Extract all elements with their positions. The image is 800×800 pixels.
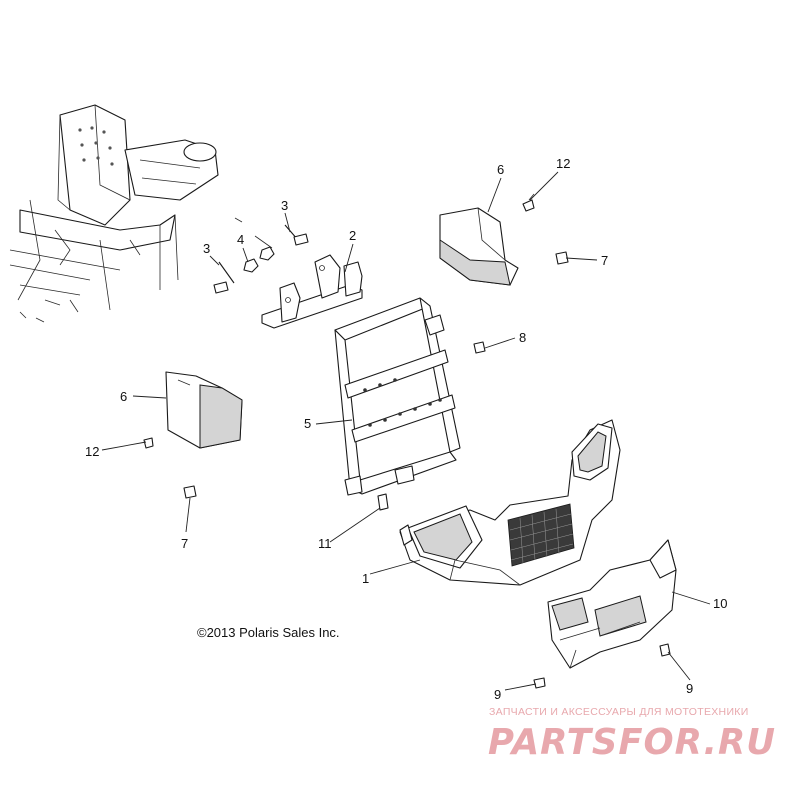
watermark-tagline: ЗАПЧАСТИ И АКСЕССУАРЫ ДЛЯ МОТОТЕХНИКИ: [489, 706, 749, 718]
part-12-fastener-upper: [522, 199, 535, 212]
callout-11: 11: [318, 536, 332, 551]
callout-5: 5: [304, 416, 311, 431]
part-12-fastener-left: [143, 437, 154, 449]
callout-9-right: 9: [686, 681, 693, 696]
part-9-fastener-right: [659, 643, 671, 657]
callout-1: 1: [362, 571, 369, 586]
part-1-front-fascia: [399, 419, 621, 586]
callout-6-right: 6: [497, 162, 504, 177]
part-11-fastener: [377, 493, 389, 511]
part-7-fastener-right: [555, 251, 569, 265]
callout-9-left: 9: [494, 687, 501, 702]
part-8-fastener: [473, 341, 486, 354]
part-6-panel-left: [165, 371, 243, 449]
callout-7-left: 7: [181, 536, 188, 551]
part-6-panel-right: [439, 207, 519, 286]
callout-3-lower: 3: [203, 241, 210, 256]
watermark-logo: PARTSFOR.RU: [488, 722, 776, 762]
part-9-fastener-left: [533, 677, 546, 689]
watermark-logo-text: PARTSFOR.RU: [488, 722, 776, 762]
callout-3-upper: 3: [281, 198, 288, 213]
callout-6-left: 6: [120, 389, 127, 404]
callout-7-right: 7: [601, 253, 608, 268]
callout-4: 4: [237, 232, 244, 247]
part-5-front-frame: [334, 297, 461, 496]
part-2-bracket: [261, 254, 363, 329]
part-10-bumper: [547, 539, 677, 669]
callout-labels: 1 2 3 3 4 5 6 6 7 7 8 9 9 10 11 12 12: [85, 156, 727, 702]
copyright-notice: ©2013 Polaris Sales Inc.: [197, 625, 340, 640]
part-7-fastener-left: [183, 485, 197, 499]
callout-12-left: 12: [85, 444, 99, 459]
callout-2: 2: [349, 228, 356, 243]
part-3-bolts: [213, 224, 309, 294]
part-4-nuts: [234, 217, 275, 273]
callout-8: 8: [519, 330, 526, 345]
vehicle-frame: [9, 104, 219, 323]
leader-lines: [101, 171, 711, 691]
fasteners: [143, 193, 671, 689]
callout-10: 10: [713, 596, 727, 611]
callout-12-upper: 12: [556, 156, 570, 171]
